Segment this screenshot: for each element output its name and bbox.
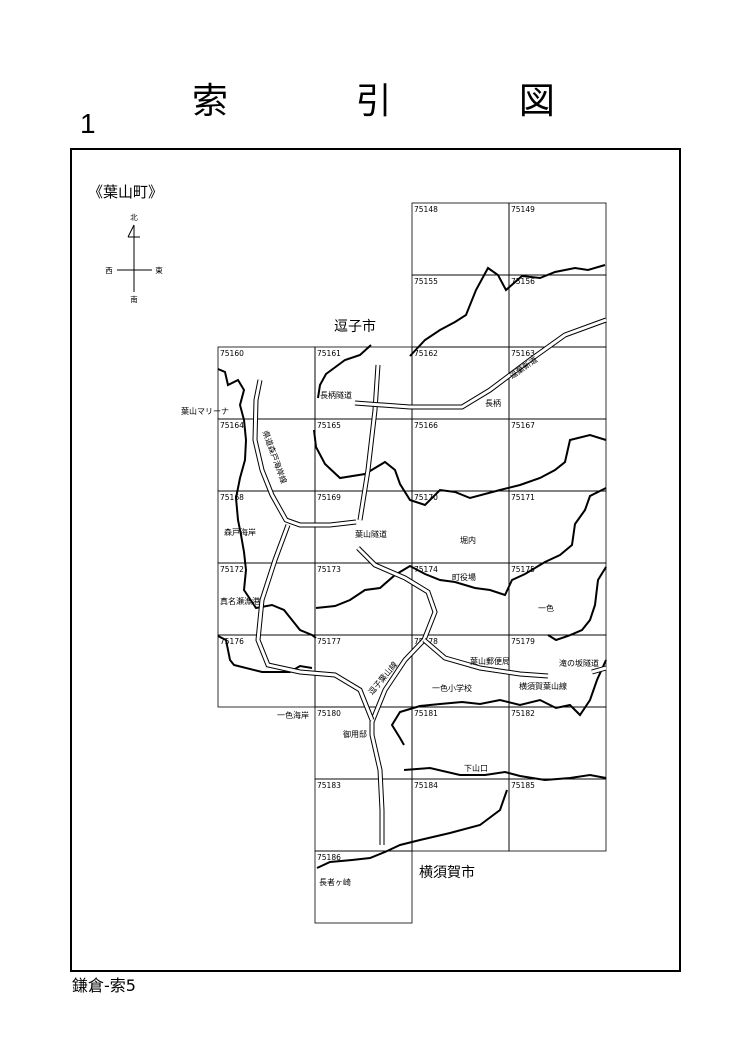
grid-cell-code: 75168 [220, 493, 244, 502]
compass-west: 西 [105, 266, 113, 275]
grid-cell-code: 75167 [511, 421, 535, 430]
boundaries [217, 264, 607, 869]
grid-cell-code: 75175 [511, 565, 535, 574]
grid-cell-code: 75183 [317, 781, 341, 790]
grid-cell-code: 75174 [414, 565, 438, 574]
label-morito-coast: 森戸海岸 [224, 527, 256, 537]
grid-cell-code: 75184 [414, 781, 438, 790]
page-footer: 鎌倉-索5 [72, 976, 136, 995]
label-nagae-tunnel: 長柄隧道 [320, 390, 352, 400]
grid-cell-code: 75176 [220, 637, 244, 646]
label-hayama-tunnel: 葉山隧道 [355, 529, 387, 539]
map-frame [70, 148, 681, 972]
grid-cell-code: 75149 [511, 205, 535, 214]
grid-cell-code: 75148 [414, 205, 438, 214]
label-zushi-bypass: 逗葉新道 [507, 354, 539, 381]
label-isshiki: 一色 [538, 603, 554, 613]
label-yokosuka-hayama-line: 横須賀葉山線 [519, 681, 567, 691]
grid-cell-code: 75177 [317, 637, 341, 646]
label-manazase-port: 真名瀬漁港 [220, 596, 260, 606]
grid-cell-code: 75186 [317, 853, 341, 862]
label-isshiki-coast: 一色海岸 [277, 710, 309, 720]
grid-cell-code: 75163 [511, 349, 535, 358]
grid-cell-code: 75156 [511, 277, 535, 286]
label-isshiki-school: 一色小学校 [432, 683, 472, 693]
page-number: 1 [80, 108, 96, 139]
grid-cell-code: 75155 [414, 277, 438, 286]
grid-cell-code: 75160 [220, 349, 244, 358]
label-nagae: 長柄 [485, 398, 501, 408]
label-shimoyamaguchi: 下山口 [464, 763, 488, 773]
label-hayama-marina: 葉山マリーナ [181, 406, 229, 416]
compass-icon: 北 南 東 西 [105, 213, 163, 304]
city-yokosuka: 横須賀市 [419, 864, 475, 881]
label-horiuchi: 堀内 [460, 535, 476, 545]
grid-cell-code: 75181 [414, 709, 438, 718]
grid-cell-code: 75185 [511, 781, 535, 790]
grid-cell-code: 75170 [414, 493, 438, 502]
grid-cell-code: 75171 [511, 493, 535, 502]
grid-cell-code: 75165 [317, 421, 341, 430]
label-town-hall: 町役場 [452, 572, 476, 582]
label-takinoshita-tunnel: 滝の坂隧道 [559, 658, 599, 668]
town-label: 《葉山町》 [88, 183, 163, 201]
grid-cell [314, 850, 413, 924]
grid-cell-code: 75166 [414, 421, 438, 430]
roads [252, 317, 607, 845]
page-title: 索 引 図 [192, 81, 613, 122]
label-chojagasaki: 長者ヶ崎 [319, 877, 351, 887]
grid-cell-code: 75173 [317, 565, 341, 574]
place-labels: 長柄隧道 長柄 逗葉新道 葉山マリーナ 県道森戸海岸線 森戸海岸 葉山隧道 堀内… [181, 354, 599, 887]
grid-cell-code: 75172 [220, 565, 244, 574]
grid-cell-code: 75169 [317, 493, 341, 502]
compass-east: 東 [155, 265, 163, 275]
grid-cell-code: 75179 [511, 637, 535, 646]
label-goyotei: 御用邸 [343, 729, 367, 739]
city-zushi: 逗子市 [334, 318, 376, 335]
compass-north: 北 [130, 213, 138, 222]
grid-cell-code: 75161 [317, 349, 341, 358]
compass-south: 南 [130, 294, 138, 304]
grid-cell-code: 75180 [317, 709, 341, 718]
grid-cell-code: 75164 [220, 421, 244, 430]
grid-cell-code: 75182 [511, 709, 535, 718]
label-hayama-post-office: 葉山郵便局 [470, 656, 510, 666]
grid-cell-code: 75162 [414, 349, 438, 358]
grid-cells: 75148 75149 75155 75156 75160 75161 75162 75163… [217, 202, 607, 924]
